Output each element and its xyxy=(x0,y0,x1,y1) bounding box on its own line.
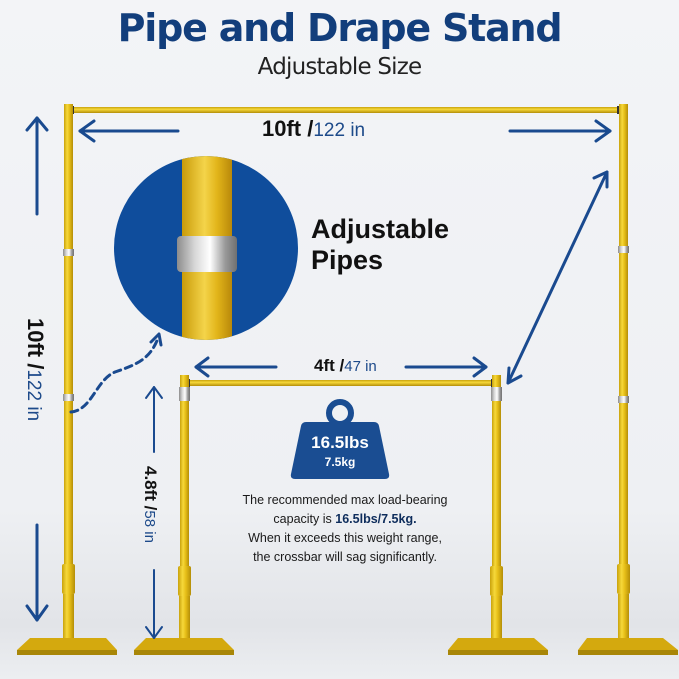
weight-icon xyxy=(290,399,390,479)
adjustable-pipes-label: Adjustable Pipes xyxy=(311,214,449,276)
inner-left-upright xyxy=(134,375,234,655)
inner-height-ft: 4.8ft / xyxy=(141,466,160,511)
note-line3: When it exceeds this weight range, xyxy=(248,531,442,545)
outer-left-upright xyxy=(17,104,117,655)
inner-right-upright xyxy=(448,375,548,655)
dimension-arrows xyxy=(25,116,612,639)
page-title: Pipe and Drape Stand xyxy=(117,6,563,50)
inner-crossbar xyxy=(182,379,500,387)
note-capacity-value: 16.5lbs/7.5kg. xyxy=(335,512,417,526)
outer-height-in: 122 in xyxy=(23,369,44,422)
outer-width-ft: 10ft / xyxy=(262,116,314,141)
outer-crossbar xyxy=(66,106,626,114)
inner-width-label: 4ft /47 in xyxy=(314,356,377,376)
adjustable-label-line2: Pipes xyxy=(311,245,384,275)
weight-lbs: 16.5lbs xyxy=(311,433,369,452)
inner-width-ft: 4ft / xyxy=(314,356,345,375)
weight-kg: 7.5kg xyxy=(324,455,356,469)
note-line4: the crossbar will sag significantly. xyxy=(253,550,437,564)
inner-height-in: 58 in xyxy=(141,510,158,543)
outer-height-label: 10ft /122 in xyxy=(22,318,48,421)
outer-right-upright xyxy=(578,104,678,655)
note-line2-prefix: capacity is xyxy=(273,512,336,526)
outer-width-label: 10ft /122 in xyxy=(262,116,365,142)
adjustable-label-line1: Adjustable xyxy=(311,214,450,244)
load-capacity-note: The recommended max load-bearing capacit… xyxy=(200,491,490,567)
adjustable-pipe-callout xyxy=(114,156,298,340)
inner-height-label: 4.8ft /58 in xyxy=(140,466,160,543)
outer-height-ft: 10ft / xyxy=(23,318,48,370)
outer-width-in: 122 in xyxy=(313,120,366,141)
note-line2: capacity is 16.5lbs/7.5kg. xyxy=(200,510,490,529)
inner-width-in: 47 in xyxy=(344,358,377,375)
note-line1: The recommended max load-bearing xyxy=(242,493,448,507)
page-subtitle: Adjustable Size xyxy=(257,54,422,80)
